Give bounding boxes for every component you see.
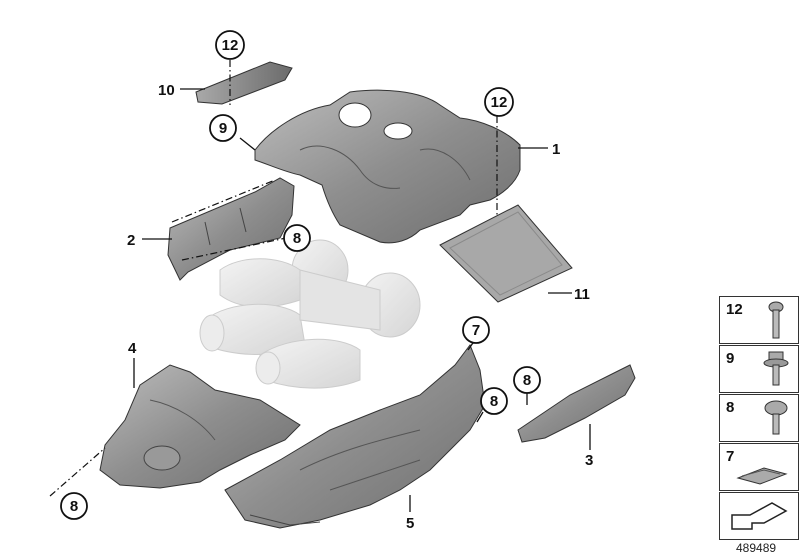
reference-number: 489489: [736, 541, 777, 555]
callout-1: 1: [552, 141, 560, 158]
callout-7: 7: [462, 316, 490, 344]
flat-shield-plate-part: [439, 204, 573, 303]
svg-text:1: 1: [552, 141, 560, 158]
turbocharger-assembly: [199, 239, 421, 389]
callout-3: 3: [585, 452, 593, 469]
svg-text:2: 2: [127, 232, 135, 249]
svg-text:11: 11: [574, 286, 590, 303]
callout-8-top: 8: [283, 224, 311, 252]
callout-10: 10: [158, 82, 175, 99]
legend-item-8: 8: [719, 394, 799, 442]
left-lower-shield-part: [99, 364, 301, 489]
leader-lines: [133, 88, 591, 512]
callout-12-top: 12: [215, 30, 245, 60]
callout-8-middle: 8: [480, 387, 508, 415]
svg-text:7: 7: [472, 322, 480, 339]
long-bolt-icon: [768, 301, 784, 339]
svg-text:4: 4: [128, 340, 137, 357]
svg-text:9: 9: [219, 120, 227, 137]
large-lower-shield-part: [224, 343, 486, 529]
svg-text:8: 8: [490, 393, 498, 410]
svg-text:3: 3: [585, 452, 593, 469]
arrow-indicator-icon: [731, 502, 788, 530]
callout-11: 11: [574, 286, 590, 303]
flange-bolt-icon: [763, 351, 789, 386]
svg-text:10: 10: [158, 82, 175, 99]
callout-4: 4: [128, 340, 137, 357]
callout-2: 2: [127, 232, 135, 249]
right-shield-bracket-part: [517, 364, 636, 443]
svg-text:8: 8: [70, 498, 78, 515]
callout-8-right: 8: [513, 366, 541, 394]
callout-9: 9: [209, 114, 237, 142]
heat-shield-main-part: [254, 89, 521, 244]
cover-plate-part: [195, 61, 293, 105]
legend-item-arrow: [719, 492, 799, 540]
svg-text:5: 5: [406, 515, 414, 532]
svg-text:12: 12: [491, 94, 508, 111]
callout-8-bottom-left: 8: [60, 492, 88, 520]
left-shield-bracket-part: [167, 177, 295, 281]
svg-text:8: 8: [523, 372, 531, 389]
svg-text:12: 12: [222, 37, 239, 54]
callout-5: 5: [406, 515, 414, 532]
callout-12-right: 12: [484, 87, 514, 117]
short-bolt-icon: [764, 400, 788, 435]
legend-item-9: 9: [719, 345, 799, 393]
svg-text:8: 8: [293, 230, 301, 247]
legend-item-12: 12: [719, 296, 799, 344]
legend-item-7: 7: [719, 443, 799, 491]
dash-leader-lines: [49, 60, 498, 497]
clip-nut-icon: [736, 467, 788, 485]
